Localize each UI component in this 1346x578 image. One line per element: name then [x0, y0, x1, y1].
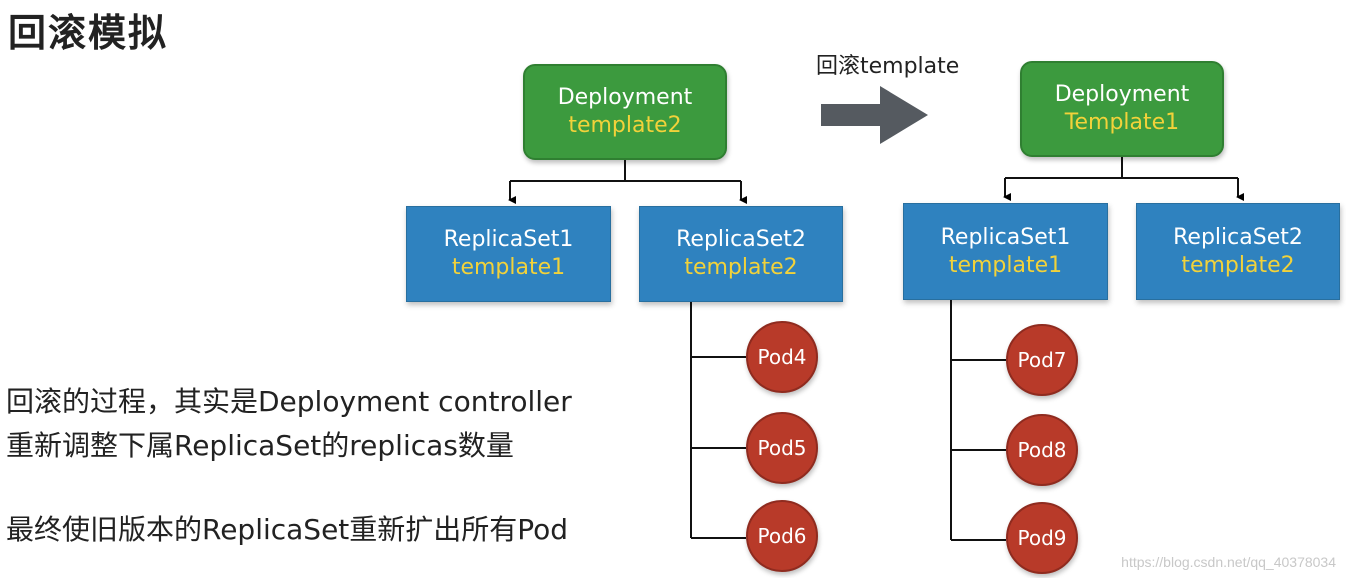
pod-7: Pod7 [1006, 324, 1078, 396]
rollback-arrow-icon [821, 86, 928, 144]
pod-8: Pod8 [1006, 414, 1078, 486]
left-replicaset-2-name: ReplicaSet2 [676, 227, 806, 252]
left-tree-connectors [508, 160, 747, 539]
right-replicaset-1-template: template1 [948, 252, 1063, 278]
left-replicaset-1-template: template1 [451, 255, 566, 280]
pod-4: Pod4 [746, 321, 818, 393]
right-tree-connectors [950, 157, 1244, 541]
right-replicaset-1: ReplicaSet1 template1 [903, 203, 1108, 300]
right-deployment-template: Template1 [1064, 110, 1180, 135]
right-deployment-name: Deployment [1054, 82, 1190, 107]
page-title: 回滚模拟 [8, 11, 169, 55]
pod-9: Pod9 [1006, 502, 1078, 574]
right-replicaset-2-name: ReplicaSet2 [1173, 224, 1303, 250]
left-deployment-template: template2 [568, 113, 682, 138]
left-deployment-name: Deployment [557, 85, 693, 110]
right-replicaset-2-template: template2 [1181, 252, 1295, 278]
description-line-1: 回滚的过程，其实是Deployment controller [6, 385, 572, 418]
description-line-2: 重新调整下属ReplicaSet的replicas数量 [6, 429, 514, 462]
pod-6: Pod6 [746, 500, 818, 572]
left-replicaset-2-template: template2 [684, 255, 798, 280]
left-deployment: Deployment template2 [523, 64, 727, 160]
watermark: https://blog.csdn.net/qq_40378034 [1121, 554, 1336, 570]
description-line-3: 最终使旧版本的ReplicaSet重新扩出所有Pod [6, 513, 569, 546]
right-deployment: Deployment Template1 [1020, 61, 1224, 157]
left-replicaset-1: ReplicaSet1 template1 [406, 206, 611, 302]
pod-5: Pod5 [746, 412, 818, 484]
left-replicaset-1-name: ReplicaSet1 [443, 227, 574, 252]
right-replicaset-1-name: ReplicaSet1 [940, 224, 1071, 250]
rollback-label: 回滚template [816, 54, 960, 79]
right-replicaset-2: ReplicaSet2 template2 [1136, 203, 1340, 300]
left-replicaset-2: ReplicaSet2 template2 [639, 206, 843, 302]
